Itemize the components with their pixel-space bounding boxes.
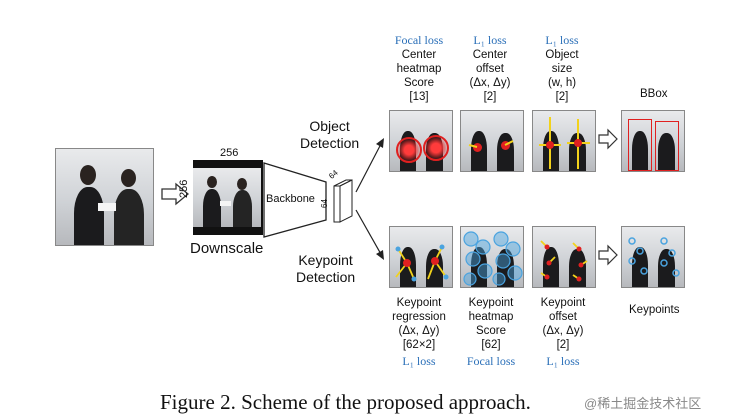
loss-label: Focal loss — [394, 33, 444, 47]
watermark: @稀土掘金技术社区 — [584, 396, 702, 411]
keypoint-offset-image — [532, 226, 596, 288]
downscale-label: Downscale — [190, 240, 264, 257]
bbox-label: BBox — [640, 88, 668, 100]
loss-label: L₁ loss — [545, 33, 579, 47]
keypoints-label: Keypoints — [629, 304, 680, 316]
input-image — [55, 148, 154, 246]
hollow-arrow-icon — [598, 244, 618, 266]
input-size-side-label: 256 — [178, 179, 190, 198]
loss-label: L₁ loss — [546, 354, 580, 368]
head-target: Score — [475, 325, 507, 337]
head-target: (w, h) — [547, 77, 577, 89]
head-target: (Δx, Δy) — [398, 325, 440, 337]
backbone-label: Backbone — [266, 193, 315, 205]
feature-height-label: 64 — [320, 199, 329, 208]
figure-caption: Figure 2. Scheme of the proposed approac… — [160, 390, 531, 414]
loss-label: L₁ loss — [402, 354, 436, 368]
bottom-head-0: Keypoint regression (Δx, Δy) [62×2] L₁ l… — [384, 296, 454, 369]
head-dim: [13] — [409, 91, 429, 103]
head-name: Keypoint offset — [540, 297, 586, 323]
hollow-arrow-icon — [598, 128, 618, 150]
top-head-0: Focal loss Center heatmap Score [13] — [389, 33, 449, 104]
center-offset-image — [460, 110, 524, 172]
bottom-head-1: Keypoint heatmap Score [62] Focal loss — [455, 296, 527, 369]
head-dim: [2] — [555, 91, 569, 103]
head-name: Center offset — [472, 49, 508, 75]
object-size-image — [532, 110, 596, 172]
head-dim: [2] — [556, 339, 570, 351]
top-head-2: L₁ loss Object size (w, h) [2] — [532, 33, 592, 104]
keypoints-output-image — [621, 226, 685, 288]
head-name: Keypoint regression — [392, 297, 446, 323]
backbone-trapezoid — [263, 162, 327, 238]
downscaled-image — [193, 160, 263, 235]
object-detection-label: Object Detection — [300, 118, 360, 151]
top-head-1: L₁ loss Center offset (Δx, Δy) [2] — [460, 33, 520, 104]
head-name: Keypoint heatmap — [468, 297, 514, 323]
head-dim: [62×2] — [402, 339, 436, 351]
head-target: (Δx, Δy) — [469, 77, 511, 89]
head-target: (Δx, Δy) — [542, 325, 584, 337]
head-name: Object size — [545, 49, 579, 75]
keypoint-heatmap-image — [460, 226, 524, 288]
head-dim: [2] — [483, 91, 497, 103]
loss-label: L₁ loss — [473, 33, 507, 47]
keypoint-regression-image — [389, 226, 453, 288]
hollow-arrow-icon — [161, 182, 190, 206]
head-dim: [62] — [481, 339, 501, 351]
backbone-diagram — [263, 138, 384, 260]
input-size-top-label: 256 — [220, 147, 239, 159]
loss-label: Focal loss — [466, 354, 516, 368]
bbox-output-image — [621, 110, 685, 172]
head-target: Score — [403, 77, 435, 89]
head-name: Center heatmap — [396, 49, 442, 75]
bottom-head-2: Keypoint offset (Δx, Δy) [2] L₁ loss — [528, 296, 598, 369]
center-heatmap-image — [389, 110, 453, 172]
keypoint-detection-label: Keypoint Detection — [296, 252, 356, 285]
